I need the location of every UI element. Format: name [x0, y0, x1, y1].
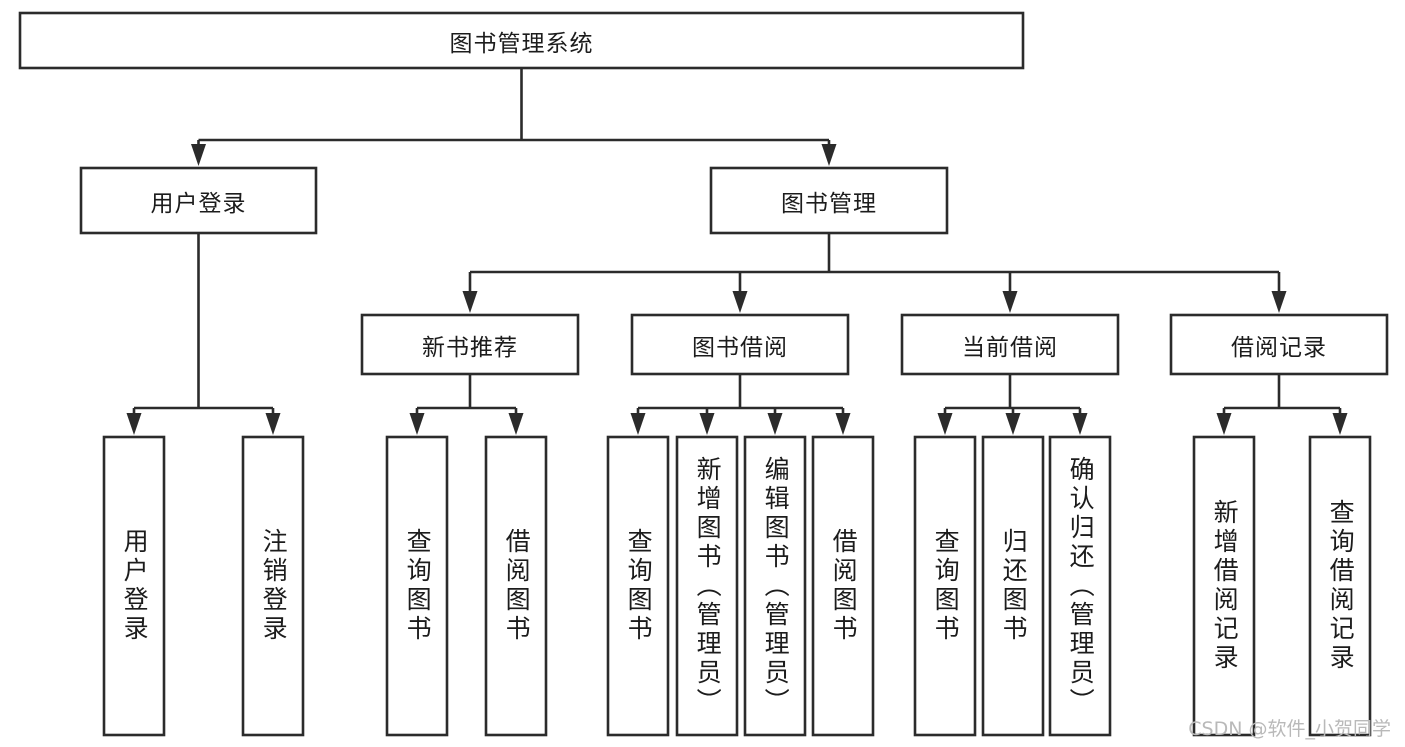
node-box-n-book-manage[interactable] — [709, 166, 949, 235]
arrow-head-icon — [835, 413, 851, 435]
arrow-head-icon — [462, 291, 478, 313]
arrow-head-icon — [937, 413, 953, 435]
node-box-l-confirm-return-admin[interactable] — [1048, 435, 1112, 737]
node-box-n-new-book-rec[interactable] — [360, 313, 580, 376]
arrow-head-icon — [126, 413, 142, 435]
arrow-head-icon — [821, 144, 837, 166]
arrow-head-icon — [1072, 413, 1088, 435]
node-box-root[interactable] — [18, 11, 1025, 70]
arrow-head-icon — [409, 413, 425, 435]
node-box-l-edit-book-admin[interactable] — [743, 435, 807, 737]
arrow-head-icon — [265, 413, 281, 435]
arrow-head-icon — [1216, 413, 1232, 435]
arrow-head-icon — [1002, 291, 1018, 313]
arrow-head-icon — [732, 291, 748, 313]
arrow-head-icon — [1271, 291, 1287, 313]
node-box-l-return-book[interactable] — [981, 435, 1045, 737]
arrow-head-icon — [699, 413, 715, 435]
node-box-l-logout-login[interactable] — [241, 435, 305, 737]
node-box-l-query-book-2[interactable] — [606, 435, 670, 737]
node-box-l-query-book-1[interactable] — [385, 435, 449, 737]
node-box-l-add-book-admin[interactable] — [675, 435, 739, 737]
node-box-l-query-book-3[interactable] — [913, 435, 977, 737]
arrow-head-icon — [508, 413, 524, 435]
arrow-head-icon — [1005, 413, 1021, 435]
node-box-l-user-login[interactable] — [102, 435, 166, 737]
node-box-l-query-borrow-record[interactable] — [1308, 435, 1372, 737]
arrow-head-icon — [1332, 413, 1348, 435]
node-box-n-current-borrow[interactable] — [900, 313, 1120, 376]
node-box-l-borrow-book-1[interactable] — [484, 435, 548, 737]
arrow-head-icon — [767, 413, 783, 435]
node-box-l-add-borrow-record[interactable] — [1192, 435, 1256, 737]
arrow-head-icon — [630, 413, 646, 435]
node-box-l-borrow-book-2[interactable] — [811, 435, 875, 737]
node-box-n-borrow-record[interactable] — [1169, 313, 1389, 376]
node-box-n-book-borrow[interactable] — [630, 313, 850, 376]
node-box-n-user-login[interactable] — [79, 166, 318, 235]
arrow-head-icon — [191, 144, 206, 166]
